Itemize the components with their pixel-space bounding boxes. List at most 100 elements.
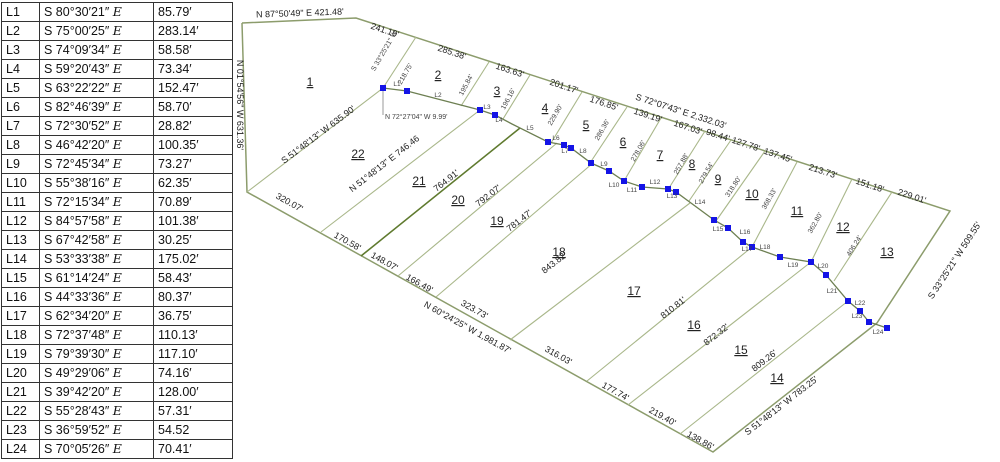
bearing: S 55°28′43″ E xyxy=(39,401,154,421)
boundary-call-label: S 33°25'21" W 509.55' xyxy=(926,220,983,301)
lot-line xyxy=(833,191,893,282)
bearing-direction: E xyxy=(112,175,122,190)
lot-number: 6 xyxy=(620,135,627,149)
bearing: S 53°33′38″ E xyxy=(39,249,154,269)
survey-point-marker xyxy=(568,145,574,151)
lot-line xyxy=(810,178,853,263)
bearing-direction: E xyxy=(112,137,122,152)
lot-line xyxy=(382,36,417,89)
lot-line-label: 279.54' xyxy=(698,162,715,185)
lot-number: 7 xyxy=(657,148,664,162)
line-id: L11 xyxy=(1,192,40,212)
lot-line-label: S 51°48'13" W 635.90' xyxy=(279,103,357,165)
line-label: L3 xyxy=(483,104,491,111)
segment-distance-label: 127.78' xyxy=(730,135,761,154)
bearing-direction: E xyxy=(112,270,122,285)
bearing-text: S 49°29′06″ xyxy=(44,366,110,380)
line-id: L14 xyxy=(1,249,40,269)
bearing-direction: E xyxy=(112,23,122,38)
bearing-direction: E xyxy=(112,251,122,266)
survey-point-marker xyxy=(380,85,386,91)
bearing-text: S 74°09′34″ xyxy=(44,43,110,57)
bearing-text: S 79°39′30″ xyxy=(44,347,110,361)
survey-point-marker xyxy=(749,244,755,250)
bearing-direction: E xyxy=(112,42,122,57)
distance: 152.47′ xyxy=(153,78,233,98)
distance: 73.27′ xyxy=(153,154,233,174)
survey-point-marker xyxy=(606,168,612,174)
bearing: S 72°37′48″ E xyxy=(39,325,154,345)
bearing-direction: E xyxy=(112,289,122,304)
line-label: L14 xyxy=(695,199,706,206)
lot-number: 3 xyxy=(494,84,501,98)
line-label: L11 xyxy=(627,187,638,194)
bearing: S 62°34′20″ E xyxy=(39,306,154,326)
bearing-direction: E xyxy=(112,365,122,380)
distance: 62.35′ xyxy=(153,173,233,193)
lot-number: 2 xyxy=(435,68,442,82)
segment-distance-label: 151.18' xyxy=(854,176,885,195)
segment-distance-label: 201.17' xyxy=(548,77,579,96)
lot-line-label: 872.32' xyxy=(702,322,731,348)
line-label: L22 xyxy=(855,300,866,307)
survey-point-marker xyxy=(740,239,746,245)
line-label: L10 xyxy=(609,182,620,189)
distance: 110.13′ xyxy=(153,325,233,345)
lot-line-label: 278.06' xyxy=(630,140,647,163)
bearing: S 59°20′43″ E xyxy=(39,59,154,79)
segment-distance-label: 229.01' xyxy=(896,187,927,206)
bearing-text: S 44°33′36″ xyxy=(44,290,110,304)
line-label: L16 xyxy=(740,229,751,236)
bearing-direction: E xyxy=(112,194,122,209)
bearing-text: S 62°34′20″ xyxy=(44,309,110,323)
segment-distance-label: 138.86' xyxy=(685,429,716,452)
survey-point-marker xyxy=(561,142,567,148)
lot-number: 8 xyxy=(689,157,696,171)
line-label: L8 xyxy=(579,148,587,155)
bearing-text: S 84°57′58″ xyxy=(44,214,110,228)
line-id: L9 xyxy=(1,154,40,174)
survey-point-marker xyxy=(665,186,671,192)
bearing: S 70°05′26″ E xyxy=(39,439,154,459)
line-label: L18 xyxy=(760,244,771,251)
survey-point-marker xyxy=(492,112,498,118)
lot-line xyxy=(320,109,481,233)
lot-number: 13 xyxy=(880,245,894,259)
bearing-direction: E xyxy=(112,99,122,114)
bearing-text: S 70°05′26″ xyxy=(44,442,110,456)
bearing: S 72°30′52″ E xyxy=(39,116,154,136)
bearing: S 75°00′25″ E xyxy=(39,21,154,41)
lot-line xyxy=(397,142,558,277)
survey-point-marker xyxy=(866,319,872,325)
line-label: L17 xyxy=(742,246,753,253)
lot-line xyxy=(550,91,583,144)
bearing-text: S 59°20′43″ xyxy=(44,62,110,76)
lot-number: 16 xyxy=(687,318,701,332)
lot-line xyxy=(668,130,706,189)
survey-point-marker xyxy=(477,107,483,113)
survey-point-marker xyxy=(884,325,890,331)
lot-line xyxy=(715,150,766,222)
survey-point-marker xyxy=(777,254,783,260)
bearing-text: S 55°38′16″ xyxy=(44,176,110,190)
lot-line-label: 809.26' xyxy=(750,348,779,374)
bearing-direction: E xyxy=(112,4,122,19)
survey-point-marker xyxy=(725,225,731,231)
lot-number: 21 xyxy=(412,174,426,188)
line-label: L9 xyxy=(600,161,608,168)
line-label: L13 xyxy=(667,193,678,200)
bearing-direction: E xyxy=(112,213,122,228)
tie-call-label: N 72°27'04" W 9.99' xyxy=(385,113,447,121)
